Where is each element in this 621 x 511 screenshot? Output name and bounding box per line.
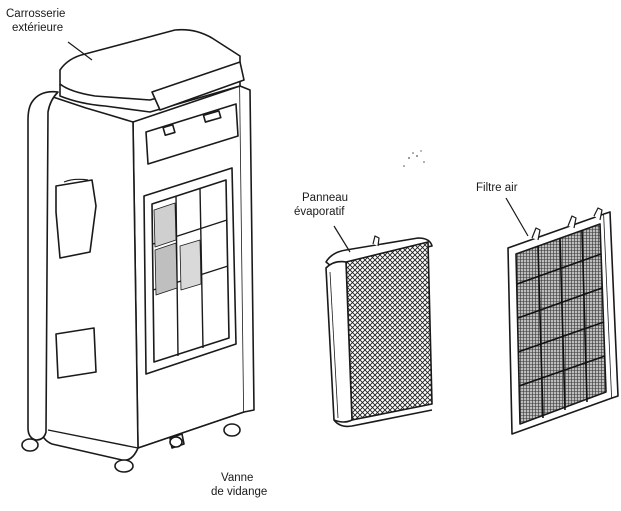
label-outer-casing: Carrosserie extérieure [6,7,65,35]
leader-panel [333,225,351,253]
label-evaporative-panel: Panneau évaporatif [294,191,348,219]
label-evaporative-panel-line1: Panneau [302,192,349,204]
scan-specks [403,150,425,167]
label-air-filter-line1: Filtre air [476,182,518,194]
label-outer-casing-line1: Carrosserie [6,8,66,20]
label-evaporative-panel-line2: évaporatif [294,206,345,218]
evaporative-panel [325,235,433,428]
air-filter [507,207,619,435]
cooler-body [27,28,255,462]
leader-body [67,41,93,61]
label-drain-valve-line1: Vanne [221,472,254,484]
label-drain-valve-line2: de vidange [211,486,268,498]
leader-filter [505,197,529,237]
label-drain-valve: Vanne de vidange [211,471,267,499]
label-air-filter: Filtre air [476,181,518,195]
casters [21,423,241,473]
label-outer-casing-line2: extérieure [12,22,64,34]
